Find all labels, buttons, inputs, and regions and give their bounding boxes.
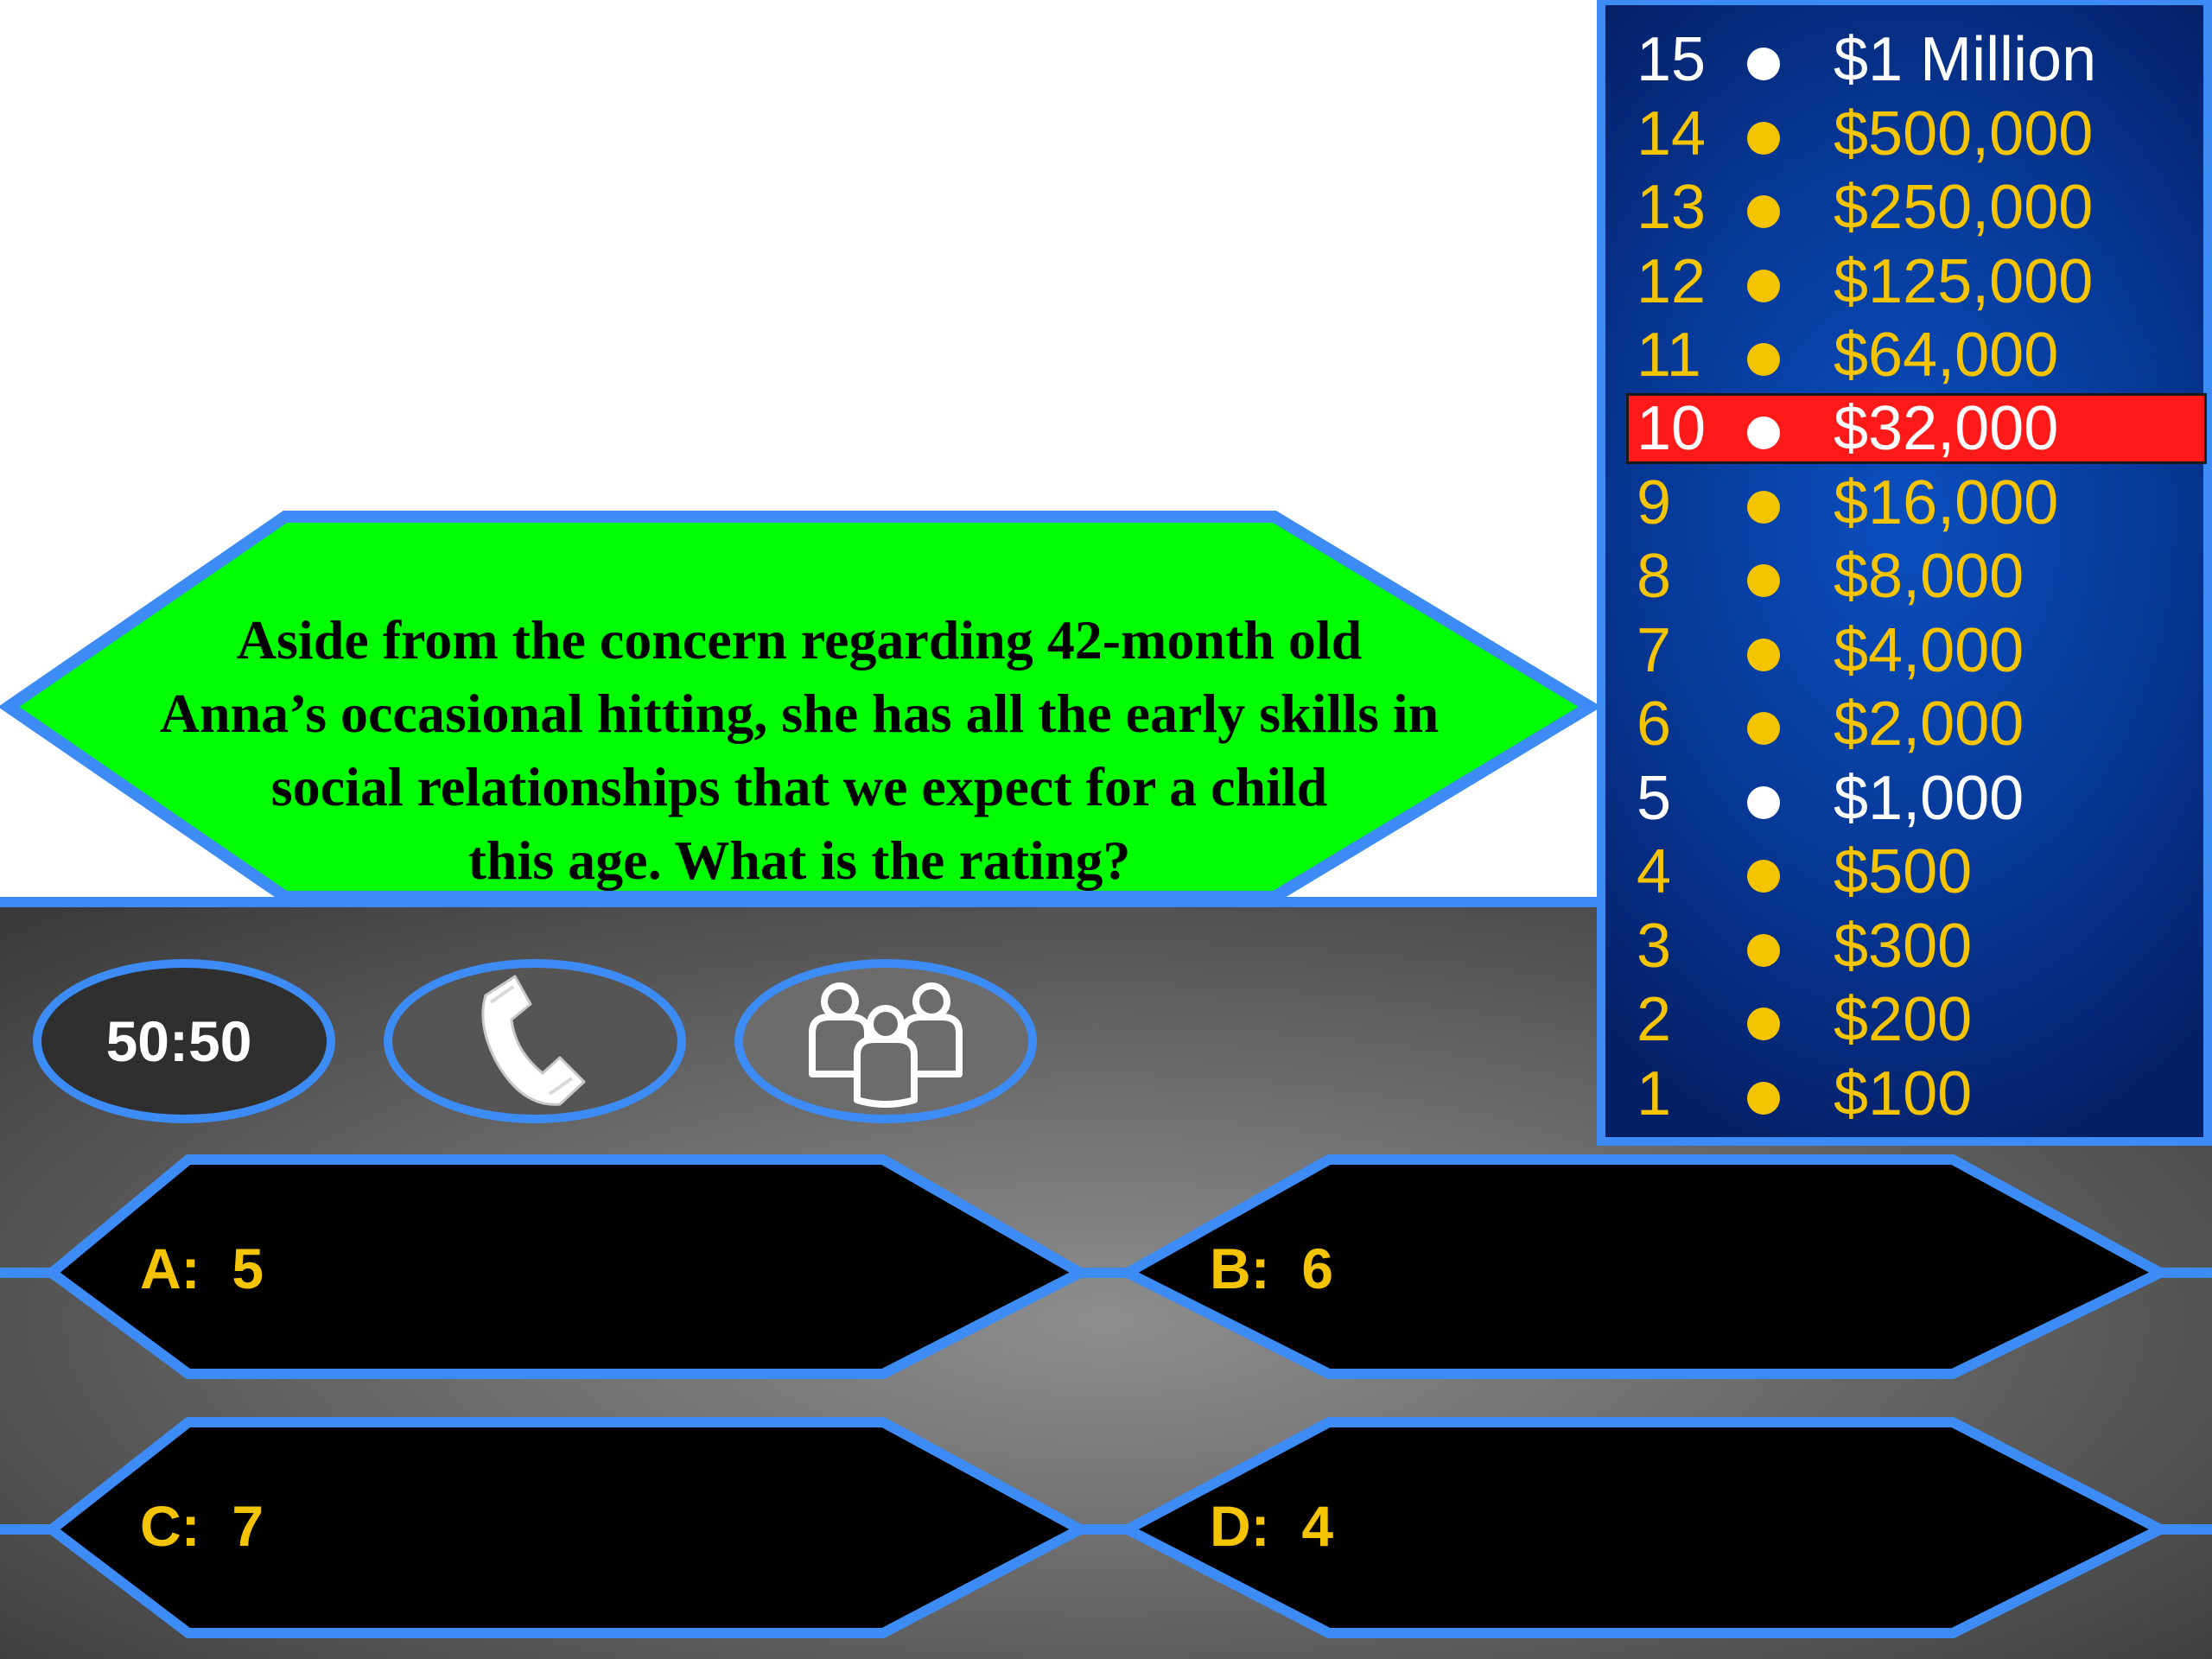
- ladder-level-number: 3: [1637, 912, 1672, 981]
- ladder-level-number: 15: [1637, 25, 1707, 94]
- question-line: Anna’s occasional hitting, she has all t…: [159, 683, 1440, 744]
- answers-area: A: 5 B: 6 C: 7 D: 4: [0, 1149, 2212, 1659]
- ladder-dot-icon: [1747, 491, 1780, 524]
- money-ladder: 15 $1 Million 14 $500,000 13 $250,000 12…: [1597, 0, 2212, 1146]
- ladder-level-number: 5: [1637, 764, 1672, 833]
- ladder-dot-icon: [1747, 48, 1780, 80]
- ladder-amount: $200: [1834, 985, 1973, 1054]
- ladder-level-number: 11: [1637, 321, 1701, 390]
- ladder-amount: $1 Million: [1834, 25, 2097, 94]
- phone-a-friend-lifeline-button[interactable]: [384, 959, 686, 1123]
- answer-c-button[interactable]: C: 7: [140, 1494, 264, 1558]
- question-line: social relationships that we expect for …: [270, 756, 1328, 817]
- ladder-level-number: 8: [1637, 542, 1672, 611]
- answer-a-button[interactable]: A: 5: [140, 1236, 264, 1300]
- ladder-level-number: 12: [1637, 247, 1707, 316]
- answer-b-button[interactable]: B: 6: [1210, 1236, 1334, 1300]
- question-shape: [0, 511, 1599, 901]
- ladder-level-number: 1: [1637, 1059, 1672, 1128]
- ladder-amount: $500,000: [1834, 99, 2094, 168]
- ladder-dot-icon: [1747, 416, 1780, 449]
- ladder-amount: $16,000: [1834, 468, 2059, 537]
- ladder-amount: $300: [1834, 912, 1973, 981]
- ladder-level-number: 6: [1637, 690, 1672, 759]
- ladder-amount: $2,000: [1834, 690, 2024, 759]
- ladder-dot-icon: [1747, 1082, 1780, 1115]
- question-panel: Aside from the concern regarding 42-mont…: [0, 508, 1599, 901]
- ladder-amount: $64,000: [1834, 321, 2059, 390]
- question-line: this age. What is the rating?: [467, 830, 1131, 891]
- ladder-level-number: 4: [1637, 837, 1672, 906]
- ladder-rung: 6 $2,000: [1626, 689, 2196, 760]
- ladder-rung: 3 $300: [1626, 911, 2196, 982]
- ladder-rung: 15 $1 Million: [1626, 24, 2196, 95]
- ladder-level-number: 9: [1637, 468, 1672, 537]
- ladder-amount: $100: [1834, 1059, 1973, 1128]
- ladder-rung: 4 $500: [1626, 836, 2196, 907]
- ladder-rung: 13 $250,000: [1626, 172, 2196, 243]
- ladder-level-number: 7: [1637, 616, 1672, 685]
- question-line: Aside from the concern regarding 42-mont…: [236, 609, 1363, 671]
- ladder-rung: 11 $64,000: [1626, 320, 2196, 391]
- ladder-dot-icon: [1747, 1007, 1780, 1040]
- ladder-dot-icon: [1747, 860, 1780, 893]
- ladder-dot-icon: [1747, 712, 1780, 745]
- phone-icon: [481, 975, 586, 1106]
- ladder-level-number: 14: [1637, 99, 1707, 168]
- ladder-amount: $500: [1834, 837, 1973, 906]
- ladder-amount: $32,000: [1834, 394, 2059, 463]
- ladder-dot-icon: [1747, 564, 1780, 597]
- ladder-amount: $125,000: [1834, 247, 2094, 316]
- ladder-level-number: 2: [1637, 985, 1672, 1054]
- ladder-rung: 9 $16,000: [1626, 467, 2196, 538]
- ladder-dot-icon: [1747, 786, 1780, 819]
- ladder-rung: 7 $4,000: [1626, 615, 2196, 686]
- ladder-dot-icon: [1747, 195, 1780, 228]
- ladder-rung: 14 $500,000: [1626, 99, 2196, 169]
- ladder-dot-icon: [1747, 343, 1780, 376]
- ladder-amount: $8,000: [1834, 542, 2024, 611]
- ladder-rung: 1 $100: [1626, 1058, 2196, 1129]
- ladder-dot-icon: [1747, 270, 1780, 302]
- ladder-rung: 10 $32,000: [1626, 393, 2207, 464]
- answer-shapes: [0, 1154, 2212, 1638]
- fifty-fifty-lifeline-button[interactable]: 50:50: [33, 959, 335, 1123]
- ladder-rung: 2 $200: [1626, 984, 2196, 1055]
- question-text: Aside from the concern regarding 42-mont…: [82, 603, 1516, 897]
- answer-d-button[interactable]: D: 4: [1210, 1494, 1334, 1558]
- ladder-rung: 5 $1,000: [1626, 763, 2196, 834]
- ladder-dot-icon: [1747, 639, 1780, 671]
- ladder-level-number: 13: [1637, 173, 1707, 242]
- ladder-level-number: 10: [1637, 394, 1707, 463]
- ladder-dot-icon: [1747, 122, 1780, 155]
- ladder-rung: 8 $8,000: [1626, 541, 2196, 612]
- ladder-rung: 12 $125,000: [1626, 246, 2196, 317]
- ladder-amount: $4,000: [1834, 616, 2024, 685]
- ladder-amount: $250,000: [1834, 173, 2094, 242]
- ladder-dot-icon: [1747, 934, 1780, 967]
- audience-icon: [809, 982, 963, 1108]
- ask-the-audience-lifeline-button[interactable]: [734, 959, 1037, 1123]
- fifty-fifty-label: 50:50: [105, 1009, 252, 1073]
- ladder-amount: $1,000: [1834, 764, 2024, 833]
